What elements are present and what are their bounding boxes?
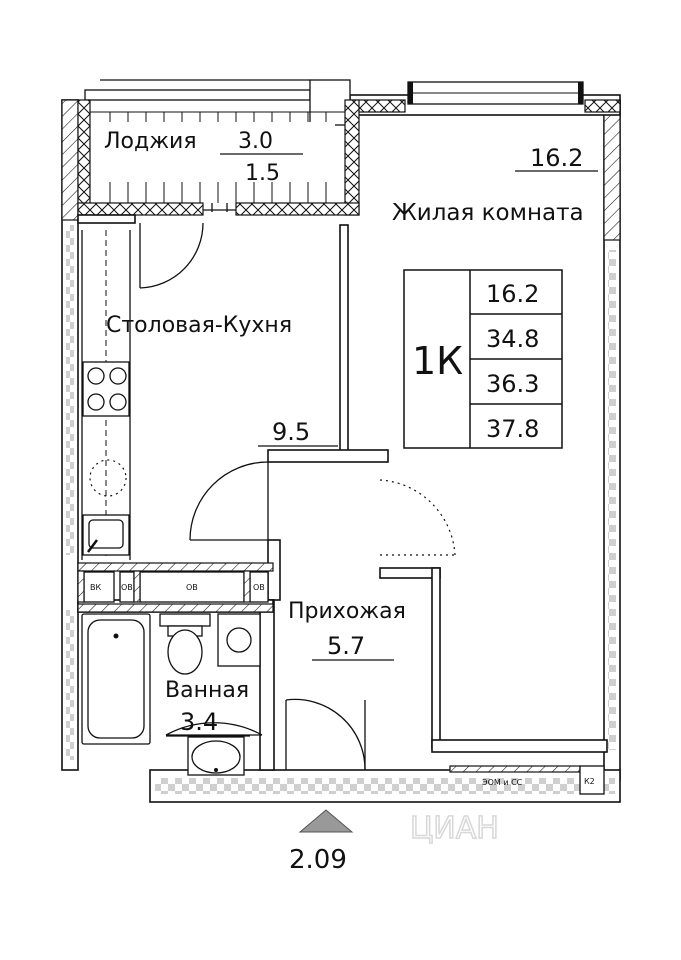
apartment-type: 1К (412, 339, 463, 383)
loggia-area-total: 3.0 (238, 129, 273, 154)
shaft-ov-3: ОВ (253, 583, 265, 592)
kitchen-name: Столовая-Кухня (106, 313, 292, 338)
entrance-number: 2.09 (289, 845, 347, 875)
electrical-panel: ЭОМ и СС К2 (449, 765, 605, 795)
watermark: ЦИАН (410, 811, 499, 846)
summary-total-full: 37.8 (486, 415, 539, 443)
kitchen-area: 9.5 (272, 418, 310, 446)
shafts: ВК ОВ ОВ ОВ (77, 562, 274, 613)
bathroom-fixtures (81, 613, 261, 776)
loggia: Лоджия 3.0 1.5 (77, 99, 360, 216)
hall-name: Прихожая (288, 599, 406, 624)
summary-living-area: 16.2 (486, 280, 539, 308)
summary-total-area: 34.8 (486, 325, 539, 353)
kitchen-fixtures (81, 230, 131, 560)
outer-walls (61, 79, 621, 803)
area-summary-table: 1К 16.2 34.8 36.3 37.8 (403, 269, 563, 449)
summary-total-reduced: 36.3 (486, 370, 539, 398)
loggia-name: Лоджия (104, 129, 197, 154)
bath-area: 3.4 (180, 708, 218, 736)
panel-eom-label: ЭОМ и СС (482, 778, 523, 787)
entrance-marker: 2.09 (289, 809, 354, 875)
loggia-area-reduced: 1.5 (245, 161, 280, 186)
bath-name: Ванная (165, 678, 249, 703)
room-labels: 16.2 Жилая комната Столовая-Кухня 9.5 Пр… (106, 144, 598, 737)
hall-area: 5.7 (327, 632, 365, 660)
shaft-ov-1: ОВ (121, 583, 133, 592)
panel-k2-label: К2 (584, 777, 595, 786)
shaft-ov-2: ОВ (186, 583, 198, 592)
doors (139, 222, 456, 771)
living-area: 16.2 (530, 144, 583, 172)
shaft-vk: ВК (90, 583, 101, 592)
living-name: Жилая комната (392, 200, 584, 226)
